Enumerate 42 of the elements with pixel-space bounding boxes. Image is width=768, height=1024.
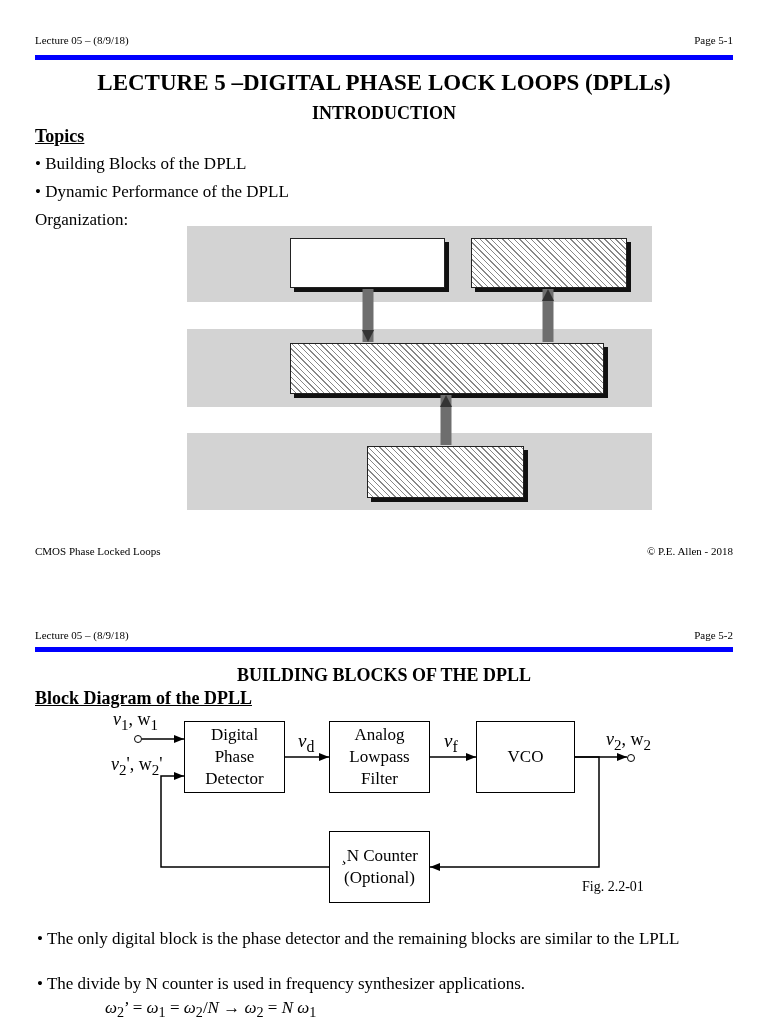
text-label: ω$_{2}$’ = ω$_{1}$ = ω$_{2}$/N → ω$_{2}$ = N ω$_{1}$: [105, 998, 317, 1021]
block-label: ¸N Counter (Optional): [340, 844, 419, 889]
block-box: [476, 721, 575, 793]
text-label: Page 5-2: [694, 629, 733, 642]
terminal-circle: [134, 735, 142, 743]
band-background: [187, 433, 652, 510]
signal-label: v$_{1}$, w$_{1}$: [113, 709, 158, 734]
arrow: [362, 289, 374, 342]
text-label: v$_{2}$', w$_{2}$': [111, 754, 163, 779]
heading: INTRODUCTION: [311, 103, 457, 124]
arrow: [429, 756, 600, 871]
text-label: • Building Blocks of the DPLL: [35, 154, 247, 174]
text-label: Lecture 05 – (8/9/18): [35, 629, 129, 642]
text-label: CMOS Phase Locked Loops: [35, 545, 161, 558]
block-box: [329, 721, 430, 793]
bullet-text: • The only digital block is the phase detector and the remaining blocks are similar to the LPLL: [37, 929, 681, 949]
block-box: [184, 721, 285, 793]
text-label: Organization:: [35, 210, 129, 230]
heading: Block Diagram of the DPLL: [35, 688, 252, 709]
text-label: Page 5-1: [694, 34, 733, 47]
heading: Topics: [35, 126, 85, 147]
text-label: • Dynamic Performance of the DPLL: [35, 182, 289, 202]
heading: BUILDING BLOCKS OF THE DPLL: [235, 665, 533, 686]
arrow: [429, 753, 477, 761]
band-background: [187, 329, 652, 407]
arrow: [160, 772, 330, 868]
text-label: © P.E. Allen - 2018: [647, 545, 733, 558]
band-background: [187, 226, 652, 302]
text-label: Lecture 05 – (8/9/18): [35, 34, 129, 47]
block-label: Analog Lowpass Filter: [348, 723, 411, 791]
block-label: Digital Phase Detector: [204, 723, 265, 791]
bullet-text: • The divide by N counter is used in frequency synthesizer applications.: [37, 974, 527, 994]
arrow: [440, 395, 452, 445]
arrow: [141, 735, 185, 743]
text-label: Fig. 2.2-01: [582, 879, 644, 896]
heading: LECTURE 5 –DIGITAL PHASE LOCK LOOPS (DPLLs): [96, 70, 672, 97]
signal-label: v$_{2}$, w$_{2}$: [606, 729, 651, 754]
arrow: [542, 289, 554, 342]
block-label: VCO: [506, 745, 545, 768]
block-box: [329, 831, 430, 903]
terminal-circle: [627, 754, 635, 762]
arrow: [284, 753, 330, 761]
